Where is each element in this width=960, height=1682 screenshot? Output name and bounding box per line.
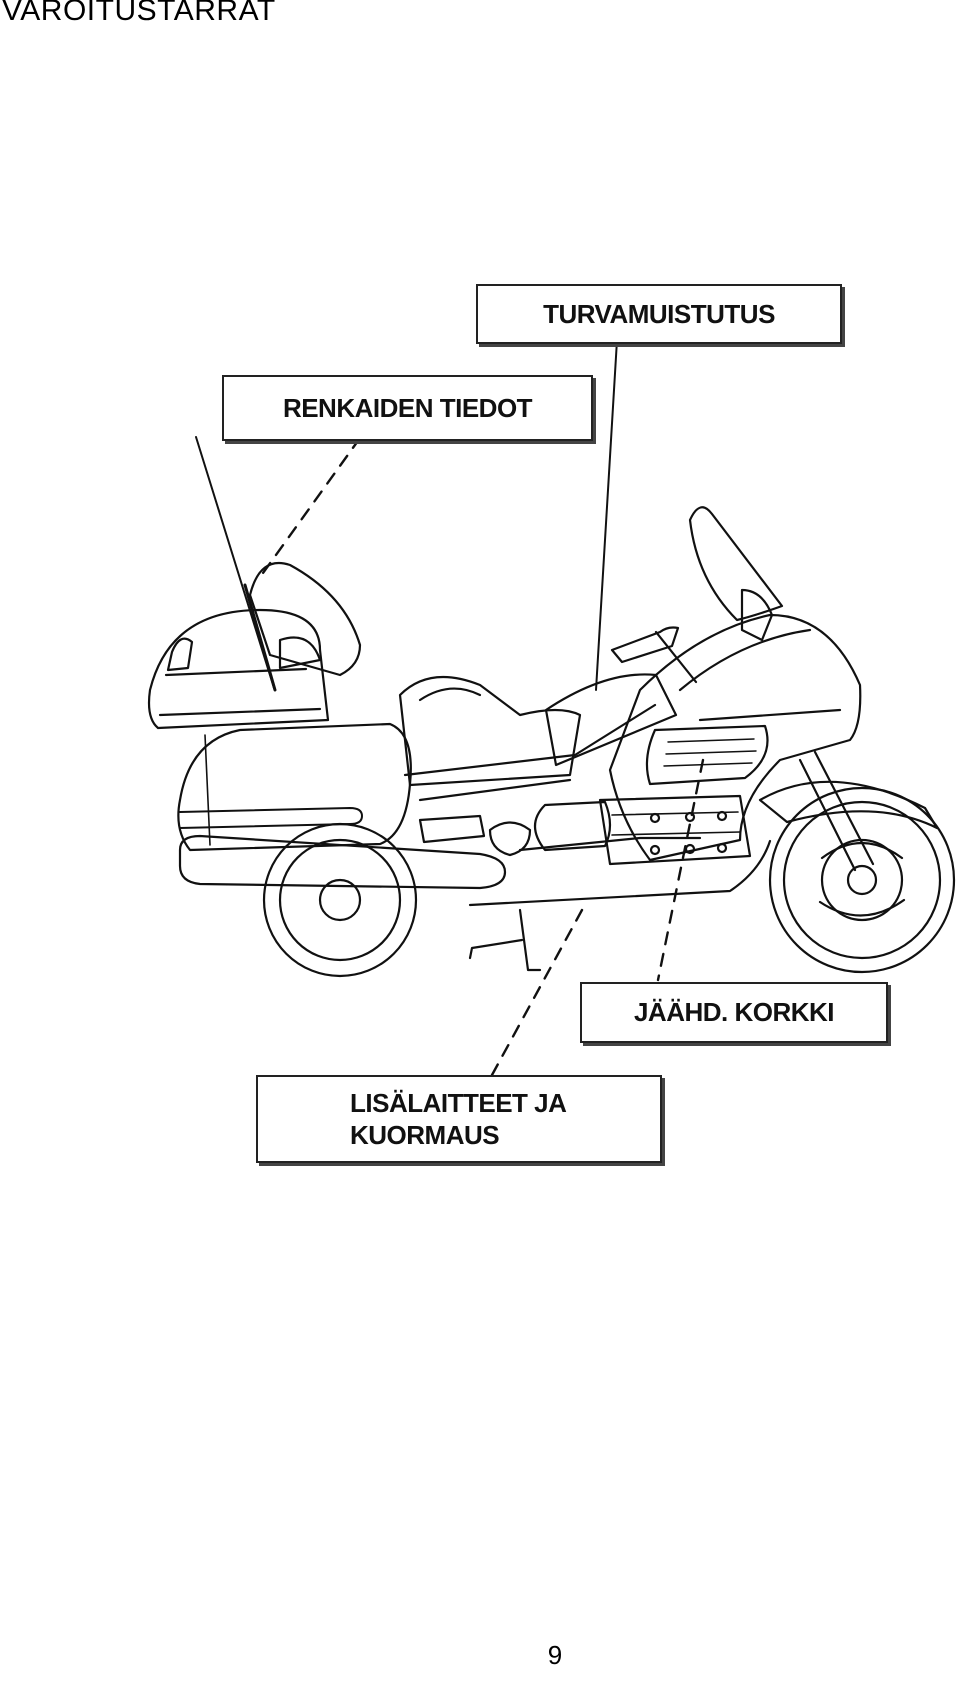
saddlebag [177, 722, 412, 852]
label-safety-reminder-text: TURVAMUISTUTUS [543, 298, 775, 329]
label-safety-reminder: TURVAMUISTUTUS [476, 284, 842, 344]
label-accessories-line1: LISÄLAITTEET JA [350, 1088, 567, 1118]
radiator-grille [645, 724, 769, 786]
leader-line-radiator-cap [656, 758, 705, 982]
front-wheel [768, 786, 956, 974]
fuel-tank [544, 673, 678, 767]
leader-line-tire-info [256, 436, 362, 582]
top-trunk [147, 608, 330, 730]
center-stand [468, 908, 542, 972]
label-tire-info: RENKAIDEN TIEDOT [222, 375, 593, 441]
seat [398, 675, 582, 787]
page-number: 9 [547, 1640, 563, 1670]
exhaust-muffler [178, 834, 507, 890]
label-accessories-loading: LISÄLAITTEET JA KUORMAUS [256, 1075, 662, 1163]
label-radiator-cap: JÄÄHD. KORKKI [580, 982, 888, 1043]
leader-line-safety-reminder [595, 339, 618, 691]
page-title: VAROITUSTARRAT [2, 0, 276, 27]
front-fender [758, 780, 939, 830]
motorcycle-illustration [147, 339, 956, 1077]
frame [403, 703, 702, 852]
front-fairing [608, 613, 862, 862]
backrest [248, 561, 362, 677]
label-tire-info-text: RENKAIDEN TIEDOT [282, 392, 533, 423]
antenna [243, 583, 277, 692]
windshield [688, 506, 784, 622]
label-accessories-line2: KUORMAUS [350, 1120, 500, 1150]
motorcycle-warning-labels-figure: TURVAMUISTUTUS RENKAIDEN TIEDOT JÄÄHD. K… [147, 284, 956, 1163]
label-radiator-cap-text: JÄÄHD. KORKKI [633, 997, 835, 1027]
leader-line-accessories [490, 908, 584, 1077]
